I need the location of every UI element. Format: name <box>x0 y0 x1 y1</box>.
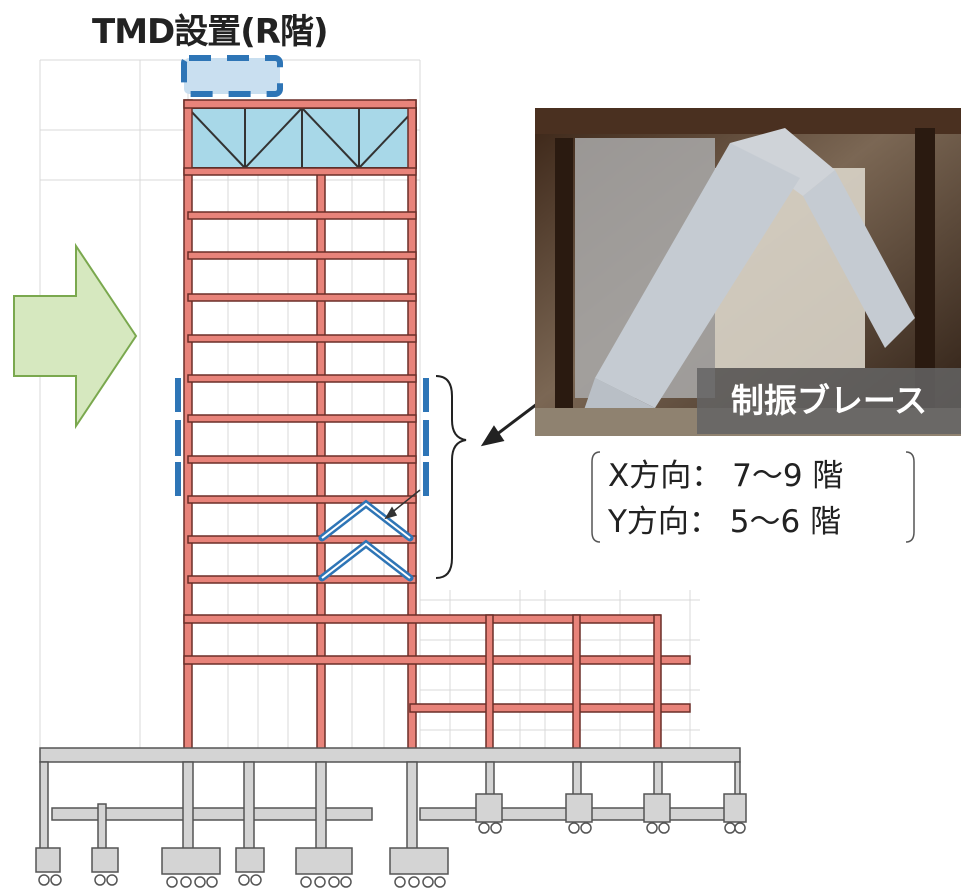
foundation <box>35 747 747 875</box>
podium-columns <box>485 614 662 761</box>
tower-floor-beams <box>183 167 691 713</box>
right-arrow-icon <box>13 242 138 430</box>
direction-bracket-left <box>591 451 601 543</box>
direction-x-label: X方向： 7～9 階 <box>608 458 844 494</box>
small-pointer-arrow <box>384 489 421 520</box>
damper-brace-photo <box>535 108 961 436</box>
direction-bracket-right <box>905 451 915 543</box>
top-floor-bracing <box>187 107 417 169</box>
photo-caption: 制振ブレース <box>697 368 961 434</box>
direction-y-label: Y方向： 5～6 階 <box>608 504 842 540</box>
foundation-wheels <box>38 822 746 888</box>
side-damper-markers <box>175 378 429 496</box>
tmd-device-box <box>181 55 283 97</box>
curly-brace <box>435 375 467 579</box>
tmd-title: TMD設置(R階) <box>92 12 329 52</box>
